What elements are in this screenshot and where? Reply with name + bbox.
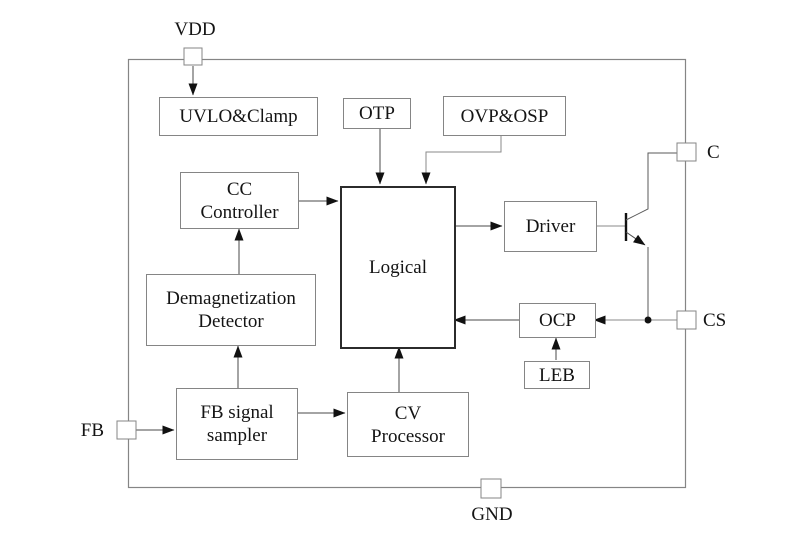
block-leb-label: LEB — [539, 364, 575, 386]
block-logical: Logical — [340, 186, 456, 349]
chip-outline — [127, 58, 687, 489]
block-uvlo-clamp: UVLO&Clamp — [159, 97, 318, 136]
block-otp-label: OTP — [359, 103, 395, 124]
c-pin-label: C — [707, 142, 720, 163]
block-driver: Driver — [504, 201, 597, 252]
npn-transistor — [595, 152, 677, 317]
block-cv-processor: CV Processor — [347, 392, 469, 457]
block-fb-signal-sampler-label: FB signal sampler — [200, 402, 274, 446]
gnd-pin-label: GND — [471, 504, 513, 525]
block-ovp-osp: OVP&OSP — [443, 96, 566, 136]
transistor-emitter — [625, 231, 646, 246]
block-ocp-label: OCP — [539, 310, 576, 331]
cs-pin-label: CS — [703, 310, 727, 331]
block-demagnetization-detector-label: Demagnetization Detector — [166, 288, 296, 332]
fb-pin-label: FB — [80, 420, 104, 441]
transistor-collector-wire — [625, 152, 677, 221]
block-ocp: OCP — [519, 303, 596, 338]
wire-ovp-to-logical — [421, 134, 502, 185]
block-demagnetization-detector: Demagnetization Detector — [146, 274, 316, 346]
block-cc-controller: CC Controller — [180, 172, 299, 229]
vdd-pin-label: VDD — [174, 19, 216, 40]
c-pin-pad — [676, 142, 697, 162]
block-cv-processor-label: CV Processor — [371, 402, 445, 447]
block-uvlo-clamp-label: UVLO&Clamp — [179, 106, 298, 127]
block-leb: LEB — [524, 361, 590, 389]
vdd-pin-pad — [183, 47, 203, 66]
block-cc-controller-label: CC Controller — [200, 178, 279, 223]
block-logical-label: Logical — [368, 257, 428, 278]
gnd-pin-pad — [480, 478, 502, 499]
cs-pin-pad — [676, 310, 697, 330]
block-otp: OTP — [343, 98, 411, 129]
junction-dot — [644, 316, 652, 324]
block-fb-signal-sampler: FB signal sampler — [176, 388, 298, 460]
block-ovp-osp-label: OVP&OSP — [460, 105, 549, 127]
fb-pin-pad — [116, 420, 137, 440]
block-driver-label: Driver — [525, 216, 576, 237]
